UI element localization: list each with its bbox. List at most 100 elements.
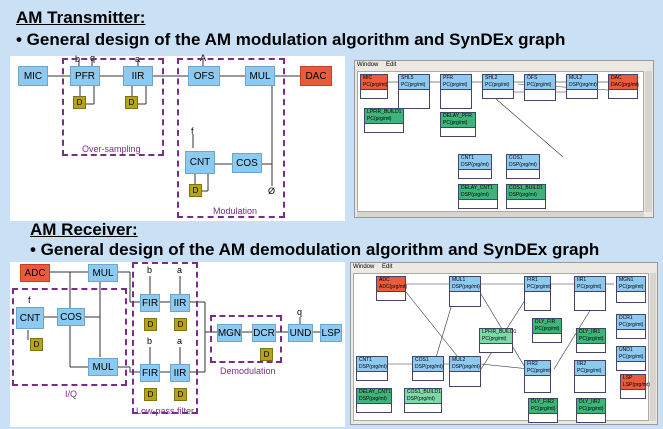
param-a-1: a: [177, 265, 183, 275]
node-name: CNT1: [461, 155, 475, 161]
node-name: COS1: [415, 357, 429, 363]
node-sub: PC(prg/mt): [535, 326, 560, 332]
cnt-block: CNT: [16, 307, 44, 329]
node-name: ADC: [379, 277, 390, 283]
rx-vertical-scrollbar[interactable]: [650, 273, 656, 421]
node-sub: PC(prg/mt): [527, 368, 552, 374]
modulation-label: Modulation: [213, 206, 258, 216]
cos-block: COS: [232, 153, 262, 173]
node-name: DCR1: [619, 315, 633, 321]
node-sub: PC(prg/mt): [579, 336, 604, 342]
tx-title: AM Transmitter:: [16, 8, 146, 27]
node-name: OFS: [527, 75, 538, 81]
node-name: MUL2: [569, 75, 583, 81]
node-name: DELAY_CNT1: [359, 389, 391, 395]
menu-edit[interactable]: Edit: [386, 62, 397, 68]
rx-subtitle: • General design of the AM demodulation …: [30, 240, 600, 259]
menu-window[interactable]: Window: [353, 264, 375, 270]
node-sub: PC(prg/mt): [619, 354, 644, 360]
param-q: q: [297, 307, 303, 317]
cnt-block: CNT: [185, 151, 215, 174]
node-sub: PC(prg/mt): [531, 406, 556, 412]
node-sub: ADC(prg/mt): [379, 284, 408, 290]
node-name: MGN1: [619, 277, 634, 283]
node-name: DELAY_CNT1: [461, 185, 493, 191]
phi-symbol: Ø: [268, 186, 276, 196]
rx-menu-bar: Window Edit: [353, 264, 398, 270]
rx-diagram-panel: ADC MUL CNT COS MUL FIR IIR FIR IIR MGN …: [10, 262, 345, 427]
lowpass-group: [132, 262, 198, 414]
node-sub: LSP(prg/mt): [623, 382, 650, 388]
rx-title: AM Receiver:: [30, 220, 138, 239]
d-block-cnt: D: [30, 338, 43, 351]
modulation-group: [177, 58, 285, 218]
fir-block-2: FIR: [140, 364, 160, 382]
node-sub: PC(prg/mt): [527, 284, 552, 290]
param-b-1: b: [147, 265, 153, 275]
menu-window[interactable]: Window: [357, 62, 379, 68]
param-f: f: [191, 126, 194, 136]
node-name: IIR1: [577, 277, 587, 283]
node-sub: PC(prg/mt): [482, 336, 507, 342]
lowpass-label: Low-pass filter: [136, 406, 195, 416]
mic-block: MIC: [18, 66, 48, 86]
d-block-pfr-1: D: [73, 96, 86, 109]
node-name: MUL1: [452, 277, 466, 283]
node-sub: DSP(prg/mt): [452, 284, 480, 290]
node-name: LPFIR_BUILD1: [482, 329, 517, 335]
node-name: LPFIR_BUILD1: [367, 109, 402, 115]
node-sub: DAC(prg/mt): [611, 82, 640, 88]
tx-menu-bar: Window Edit: [357, 62, 402, 68]
menu-edit[interactable]: Edit: [382, 264, 393, 270]
node-name: DLY_IIR2: [579, 399, 601, 405]
d-block-iir-1: D: [125, 96, 138, 109]
node-sub: DSP(prg/mt): [569, 82, 597, 88]
tx-horizontal-scrollbar[interactable]: [357, 212, 644, 217]
param-a-2: a: [177, 336, 183, 346]
param-f: f: [28, 295, 31, 305]
node-name: DLY_FIR2: [531, 399, 554, 405]
node-sub: DSP(prg/mt): [461, 162, 489, 168]
tx-vertical-scrollbar[interactable]: [645, 71, 652, 212]
demodulation-label: Demodulation: [220, 366, 276, 376]
node-name: DLY_IIR1: [579, 329, 601, 335]
node-sub: PC(prg/mt): [577, 284, 602, 290]
